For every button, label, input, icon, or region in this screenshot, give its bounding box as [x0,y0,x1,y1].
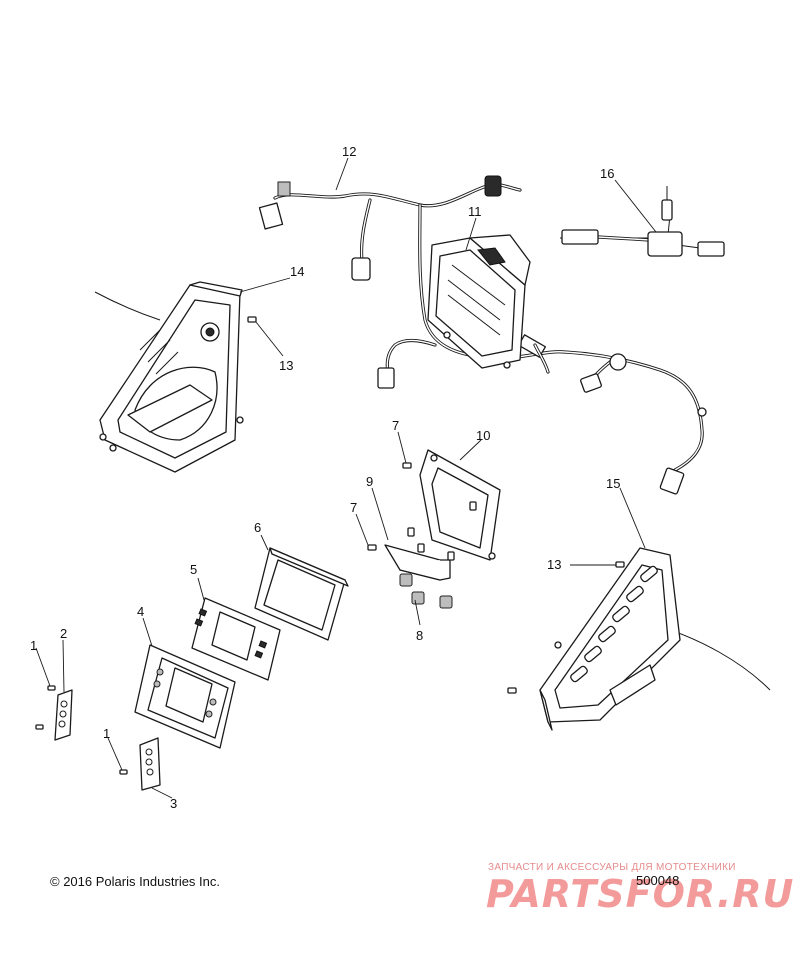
callout-16: 16 [600,166,614,181]
copyright-text: © 2016 Polaris Industries Inc. [50,874,220,889]
part-9-small-bracket [384,544,451,581]
callout-7-top: 7 [392,418,399,433]
part-14-left-speaker-pod [94,281,244,473]
part-10-mounting-bracket [419,449,501,561]
callout-5: 5 [190,562,197,577]
drawing-number: 500048 [636,873,680,888]
callout-11: 11 [468,204,482,219]
part-11-control-module [427,234,531,369]
watermark-tagline: ЗАПЧАСТИ И АКСЕССУАРЫ ДЛЯ МОТОТЕХНИКИ [488,862,736,873]
callout-8: 8 [416,628,423,643]
callout-3: 3 [170,796,177,811]
part-7-screws [367,462,477,561]
callout-4: 4 [137,604,144,619]
part-15-right-speaker-pod [539,547,771,731]
callout-10: 10 [476,428,490,443]
callout-1-bottom: 1 [103,726,110,741]
part-8-clip-nuts [399,573,453,609]
part-2-switch-plate [54,689,73,741]
callout-15: 15 [606,476,620,491]
part-12-wiring-harness [258,175,707,495]
callout-12: 12 [342,144,356,159]
callout-14: 14 [290,264,304,279]
speaker-grille-slots [570,565,658,683]
part-5-display-panel [191,597,281,681]
callout-9: 9 [366,474,373,489]
callout-6: 6 [254,520,261,535]
leader-lines [35,157,657,799]
part-4-display-trim [134,644,236,749]
part-16-adapter-cable [560,186,725,257]
part-13-screws [247,316,625,694]
callout-labels: 12 11 16 14 13 10 7 9 7 8 15 13 6 5 4 1 … [30,144,620,811]
callout-2: 2 [60,626,67,641]
callout-13-left: 13 [279,358,293,373]
callout-13-right: 13 [547,557,561,572]
callout-7-left: 7 [350,500,357,515]
callout-1-left: 1 [30,638,37,653]
part-1-screws [35,685,128,775]
watermark-logo: PARTSFOR.RU [486,872,795,916]
part-3-switch-plate [139,737,161,791]
part-6-display-bezel [254,547,349,641]
